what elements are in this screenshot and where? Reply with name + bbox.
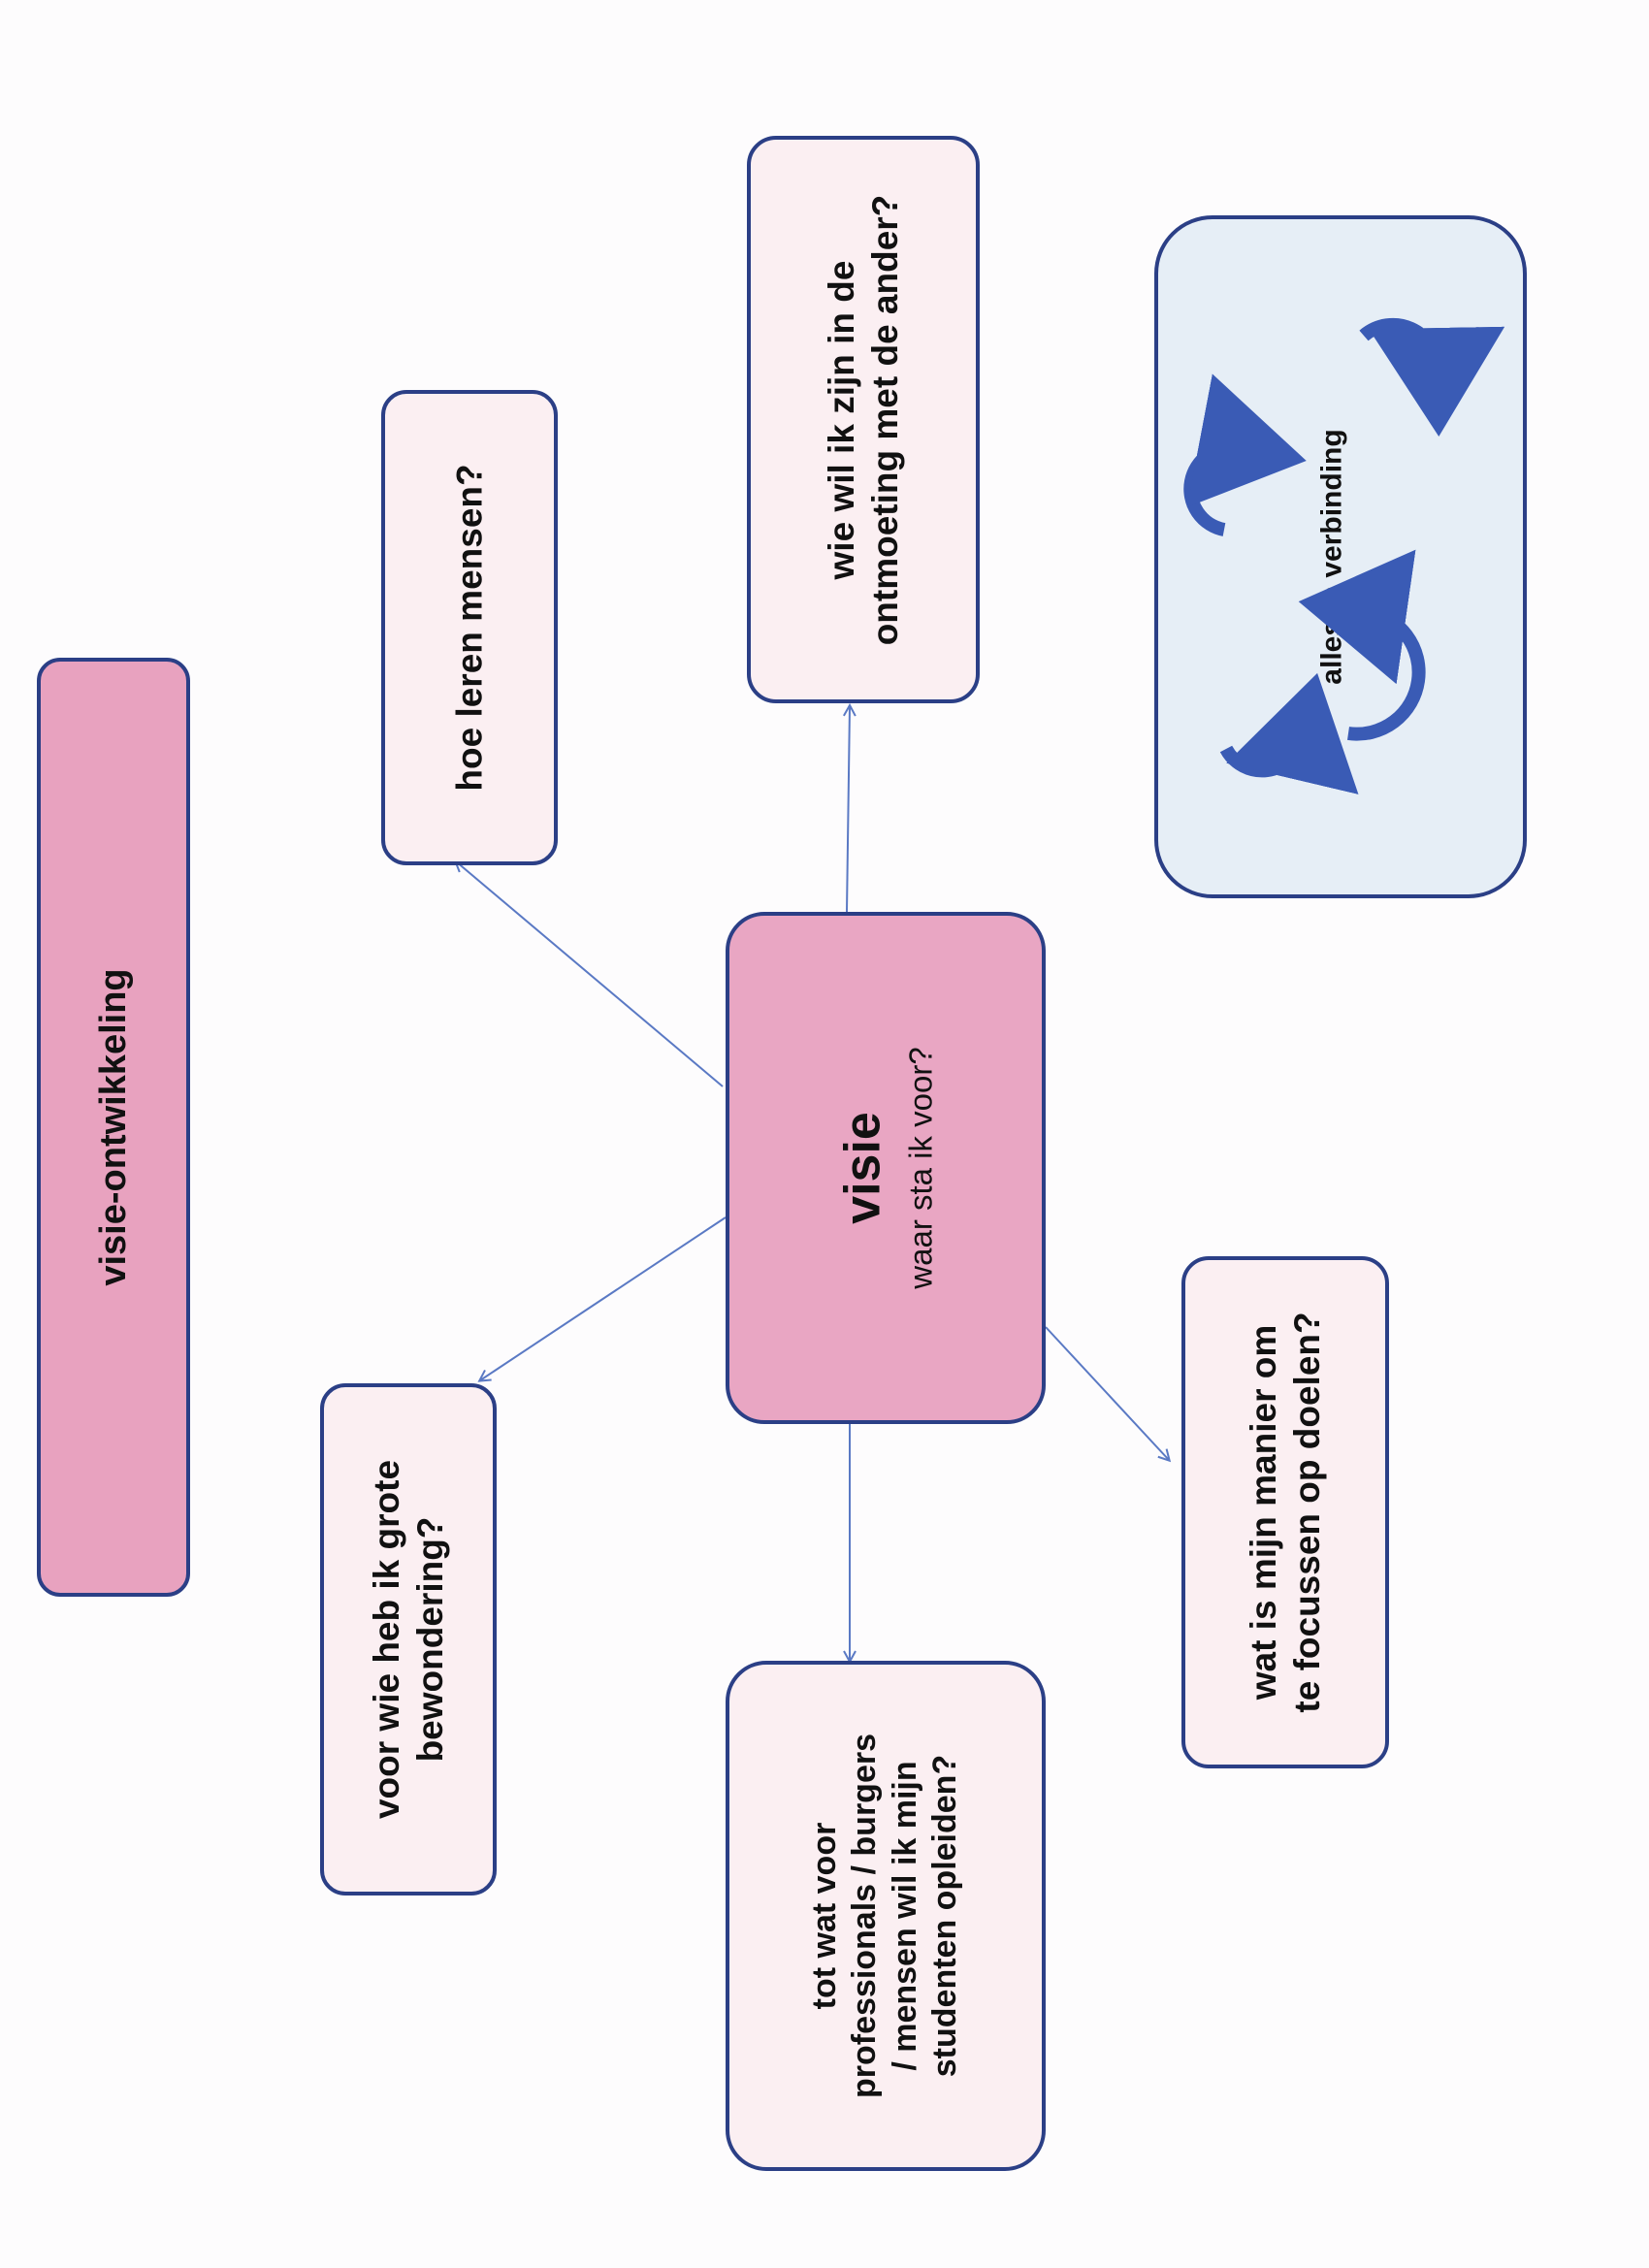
- question-bewondering: voor wie heb ik grote bewondering?: [320, 1383, 497, 1895]
- curved-arrow-icon: [1183, 373, 1307, 536]
- center-title: visie: [834, 1112, 891, 1224]
- title-box: visie-ontwikkeling: [37, 658, 190, 1597]
- title-label: visie-ontwikkeling: [92, 968, 134, 1286]
- cycle-arrows-icon: [1183, 317, 1505, 795]
- question-hoe-leren: hoe leren mensen?: [381, 390, 558, 865]
- curved-arrow-icon: [1219, 672, 1359, 795]
- question-wie-wil-ik-zijn: wie wil ik zijn in de ontmoeting met de …: [747, 136, 980, 703]
- arrow-to-wie-wil-ik-zijn: [847, 706, 850, 913]
- curved-arrow-icon: [1298, 549, 1426, 741]
- center-subtitle: waar sta ik voor?: [902, 1047, 939, 1289]
- arrow-to-manier: [1045, 1326, 1169, 1460]
- question-studenten: tot wat voor professionals / burgers / m…: [726, 1661, 1046, 2171]
- question-manier-text: wat is mijn manier om te focussen op doe…: [1243, 1312, 1327, 1713]
- question-wie-wil-ik-zijn-text: wie wil ik zijn in de ontmoeting met de …: [821, 194, 905, 645]
- verbinding-box: alles in verbinding: [1154, 215, 1527, 898]
- arrow-to-hoe-leren: [456, 861, 724, 1087]
- curved-arrow-icon: [1359, 317, 1505, 437]
- center-visie-box: visie waar sta ik voor?: [726, 912, 1046, 1424]
- question-hoe-leren-text: hoe leren mensen?: [449, 464, 490, 792]
- question-manier: wat is mijn manier om te focussen op doe…: [1181, 1256, 1389, 1768]
- arrow-to-bewondering: [480, 1216, 727, 1380]
- question-bewondering-text: voor wie heb ik grote bewondering?: [366, 1459, 450, 1820]
- center-visie-text: visie waar sta ik voor?: [828, 1047, 944, 1288]
- question-studenten-text: tot wat voor professionals / burgers / m…: [806, 1733, 964, 2098]
